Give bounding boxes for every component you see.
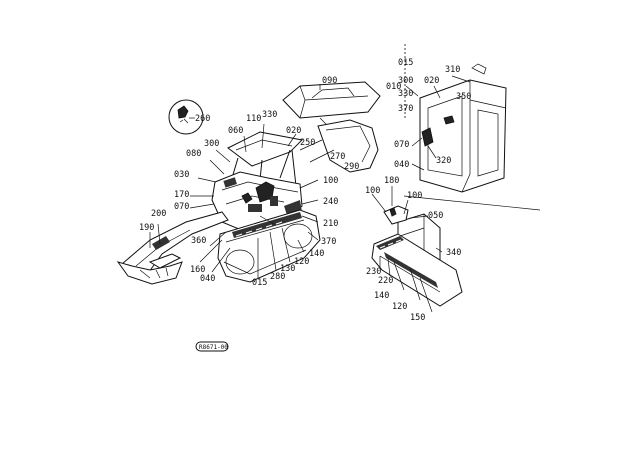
- label-330-top: 330: [398, 89, 413, 99]
- label-080: 080: [186, 149, 201, 159]
- label-230: 230: [366, 267, 381, 277]
- label-050: 050: [428, 211, 443, 221]
- label-340: 340: [446, 248, 461, 258]
- label-220: 220: [378, 276, 393, 286]
- label-130: 130: [280, 264, 295, 274]
- part-labels: 090 015 010 300 330 370 020 310 350 260 …: [139, 58, 471, 323]
- label-120-main: 120: [294, 257, 309, 267]
- boom-arm: [116, 211, 229, 285]
- label-210: 210: [323, 219, 338, 229]
- right-track: [371, 195, 541, 307]
- label-180: 180: [384, 176, 399, 186]
- label-070-cab: 070: [394, 140, 409, 150]
- label-010: 010: [386, 82, 401, 92]
- label-110: 110: [246, 114, 261, 124]
- label-120-right: 120: [392, 302, 407, 312]
- label-370-main: 370: [321, 237, 336, 247]
- label-015-main: 015: [252, 278, 267, 288]
- label-070-main: 070: [174, 202, 189, 212]
- canopy-guard: [299, 119, 379, 173]
- label-260: 260: [195, 114, 210, 124]
- label-150: 150: [410, 313, 425, 323]
- label-100-right-a: 100: [365, 186, 380, 196]
- label-015-top: 015: [398, 58, 413, 68]
- label-040-cab: 040: [394, 160, 409, 170]
- label-100-right-b: 100: [407, 191, 422, 201]
- label-350: 350: [456, 92, 471, 102]
- label-370-top: 370: [398, 104, 413, 114]
- label-100-main: 100: [323, 176, 338, 186]
- label-170: 170: [174, 190, 189, 200]
- label-240: 240: [323, 197, 338, 207]
- label-030: 030: [174, 170, 189, 180]
- label-270: 270: [330, 152, 345, 162]
- reference-badge: R8671-00: [195, 341, 229, 352]
- label-290: 290: [344, 162, 359, 172]
- main-track: [217, 209, 321, 283]
- label-200: 200: [151, 209, 166, 219]
- label-330-main: 330: [262, 110, 277, 120]
- detail-inset: [168, 99, 204, 135]
- label-020-cab: 020: [424, 76, 439, 86]
- upper-body: [211, 131, 304, 233]
- roof-panel: [282, 81, 381, 127]
- label-300-main: 300: [204, 139, 219, 149]
- right-cab: [404, 44, 507, 193]
- label-160: 160: [190, 265, 205, 275]
- label-300-top: 300: [398, 76, 413, 86]
- label-310-cab: 310: [445, 65, 460, 75]
- label-140-right: 140: [374, 291, 389, 301]
- label-190: 190: [139, 223, 154, 233]
- label-250: 250: [300, 138, 315, 148]
- label-280: 280: [270, 272, 285, 282]
- leader-lines: [149, 75, 471, 313]
- label-060: 060: [228, 126, 243, 136]
- label-360: 360: [191, 236, 206, 246]
- label-020-main: 020: [286, 126, 301, 136]
- label-320: 320: [436, 156, 451, 166]
- label-090: 090: [322, 76, 337, 86]
- reference-badge-text: R8671-00: [199, 344, 228, 351]
- label-140-main: 140: [309, 249, 324, 259]
- label-040-main: 040: [200, 274, 215, 284]
